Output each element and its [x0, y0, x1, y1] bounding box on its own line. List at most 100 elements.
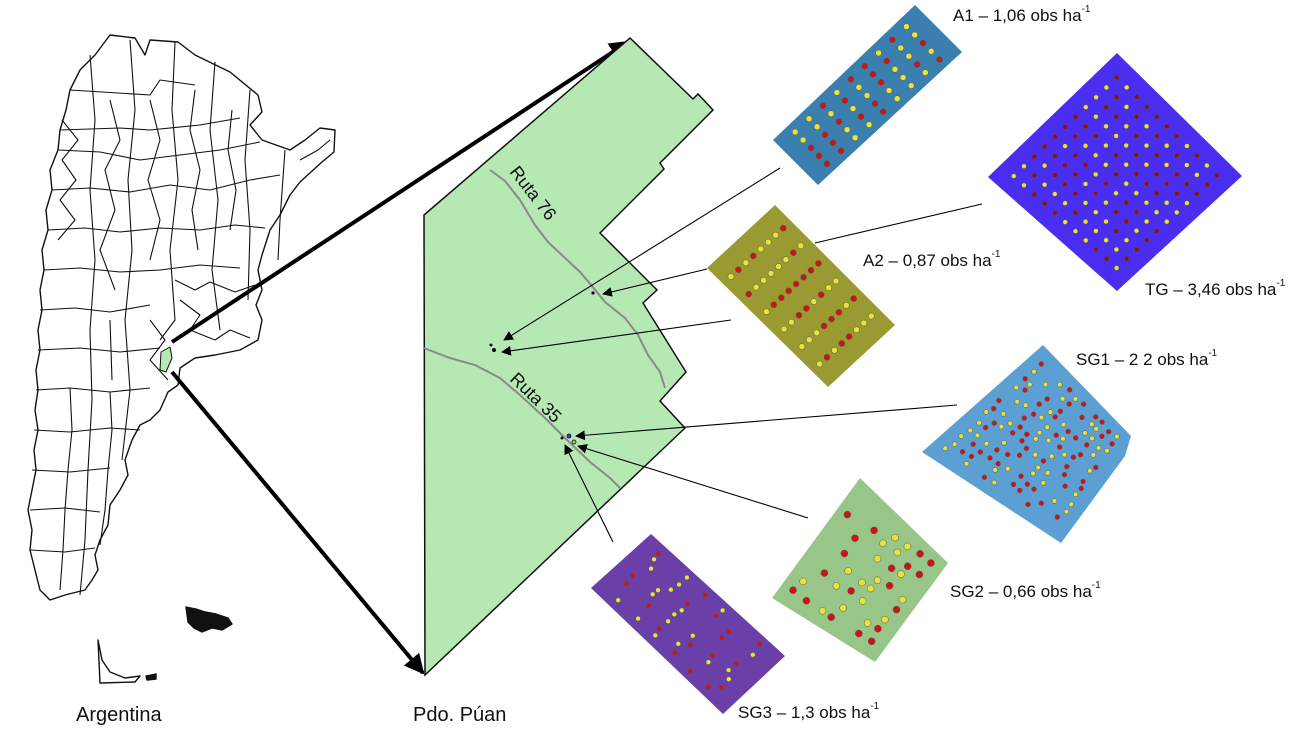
road-ruta-35 — [423, 347, 621, 489]
observation-point-tg — [1103, 142, 1109, 149]
observation-point-a2 — [797, 242, 805, 250]
zoom-arrow-bottom — [170, 370, 425, 675]
observation-point-a1 — [936, 56, 943, 63]
observation-point-a1 — [905, 52, 913, 60]
observation-point-sg2 — [840, 549, 849, 558]
observation-point-tg — [1041, 201, 1048, 207]
observation-point-sg2 — [897, 570, 905, 578]
observation-point-sg2 — [893, 548, 902, 557]
observation-point-sg3 — [690, 633, 696, 639]
observation-point-sg3 — [719, 635, 725, 641]
observation-point-sg1 — [1080, 478, 1086, 485]
observation-point-sg1 — [1035, 464, 1041, 471]
observation-point-sg2 — [915, 570, 924, 579]
observation-point-sg1 — [1093, 464, 1099, 471]
observation-point-sg3 — [757, 641, 763, 647]
observation-point-tg — [1082, 143, 1089, 149]
observation-point-tg — [1052, 210, 1058, 216]
observation-point-sg1 — [959, 449, 966, 455]
observation-point-sg3 — [668, 587, 674, 593]
observation-point-sg2 — [799, 577, 807, 586]
observation-point-tg — [1103, 104, 1109, 110]
observation-point-tg — [1082, 219, 1089, 225]
observation-point-sg1 — [1016, 452, 1023, 458]
observation-point-sg2 — [874, 624, 882, 633]
observation-point-tg — [1184, 162, 1190, 168]
observation-point-a2 — [820, 322, 828, 330]
observation-point-sg1 — [1065, 428, 1071, 435]
observation-point-tg — [1123, 181, 1129, 187]
observation-point-tg — [1103, 256, 1110, 262]
observation-point-sg1 — [1047, 409, 1054, 415]
observation-point-a2 — [850, 295, 857, 302]
observation-point-sg2 — [867, 637, 876, 646]
marker-sg1 — [566, 433, 572, 439]
field-label-sg3: SG3 – 1,3 obs ha-1 — [738, 701, 879, 723]
observation-point-a2 — [760, 277, 767, 284]
observation-point-sg2 — [866, 584, 875, 593]
observation-point-sg1 — [1093, 414, 1099, 420]
observation-point-sg1 — [1044, 424, 1050, 430]
observation-point-a1 — [823, 160, 831, 168]
observation-point-tg — [1103, 84, 1110, 91]
observation-point-sg3 — [635, 615, 641, 622]
observation-point-sg2 — [844, 567, 852, 575]
observation-point-sg2 — [887, 564, 896, 573]
observation-point-sg1 — [1090, 452, 1096, 458]
observation-point-tg — [1153, 190, 1160, 196]
observation-point-sg2 — [898, 595, 907, 604]
observation-point-sg3 — [702, 592, 708, 598]
observation-point-sg1 — [1068, 501, 1074, 507]
observation-point-a2 — [845, 333, 853, 340]
observation-point-sg1 — [992, 467, 998, 473]
observation-point-tg — [1144, 237, 1150, 243]
observation-point-tg — [1113, 74, 1120, 81]
observation-point-a2 — [778, 294, 785, 302]
observation-point-sg1 — [1014, 399, 1020, 405]
observation-point-tg — [1133, 133, 1140, 139]
observation-point-a1 — [903, 23, 910, 30]
observation-point-tg — [1133, 228, 1140, 234]
observation-point-sg2 — [903, 542, 912, 551]
observation-point-a2 — [772, 231, 779, 239]
observation-point-sg3 — [725, 667, 732, 673]
malvinas-islands — [185, 606, 233, 633]
observation-point-tg — [1113, 265, 1120, 271]
observation-point-sg1 — [970, 441, 976, 447]
observation-point-a1 — [883, 57, 891, 65]
observation-point-a2 — [788, 318, 795, 326]
observation-point-sg1 — [994, 447, 1000, 453]
observation-point-sg1 — [995, 461, 1001, 467]
observation-point-a1 — [865, 121, 873, 128]
observation-point-sg1 — [963, 461, 970, 467]
observation-point-sg1 — [1042, 381, 1049, 388]
observation-point-tg — [1184, 200, 1190, 206]
observation-point-a2 — [798, 343, 806, 350]
observation-point-tg — [1143, 123, 1150, 129]
observation-point-sg1 — [1070, 454, 1077, 460]
observation-point-tg — [1082, 200, 1089, 206]
observation-point-sg3 — [684, 601, 690, 607]
observation-point-tg — [1113, 228, 1119, 234]
observation-point-tg — [1113, 209, 1119, 215]
observation-point-sg3 — [645, 603, 652, 609]
observation-point-sg1 — [1049, 453, 1055, 459]
observation-point-a2 — [800, 273, 807, 281]
observation-point-sg2 — [818, 607, 827, 615]
observation-point-sg1 — [981, 474, 988, 480]
observation-point-sg1 — [1024, 431, 1030, 437]
observation-point-tg — [1031, 191, 1037, 198]
observation-point-tg — [1164, 143, 1170, 149]
observation-point-sg1 — [1060, 436, 1066, 442]
department-boundaries — [29, 39, 331, 596]
observation-point-tg — [1072, 228, 1079, 234]
observation-point-tg — [1123, 200, 1129, 206]
observation-point-tg — [1093, 228, 1099, 234]
observation-point-a2 — [782, 256, 790, 263]
observation-point-tg — [1072, 152, 1078, 159]
observation-point-sg1 — [1005, 466, 1011, 472]
observation-point-a2 — [816, 360, 823, 368]
observation-point-a1 — [833, 89, 841, 96]
field-sg3 — [591, 534, 785, 714]
observation-point-a1 — [805, 115, 813, 123]
